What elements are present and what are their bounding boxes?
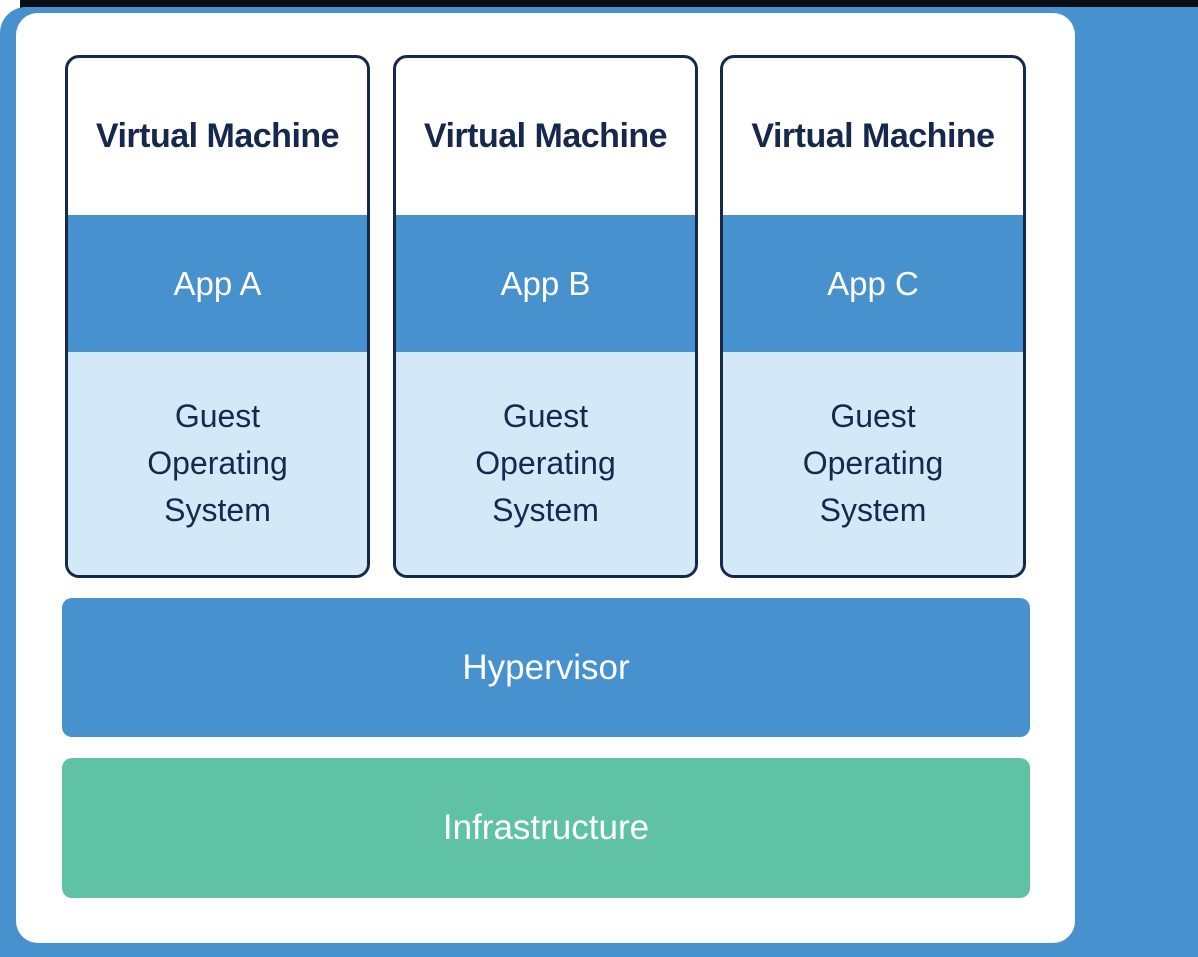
vm-box-2: Virtual Machine App B Guest Operating Sy… [393, 55, 698, 578]
top-edge-strip [20, 0, 1198, 8]
vm-os-line: Operating [147, 445, 288, 481]
vm-box-3: Virtual Machine App C Guest Operating Sy… [720, 55, 1026, 578]
vm-os-line: System [819, 492, 927, 528]
vm-app-band: App A [68, 215, 367, 352]
vm-title: Virtual Machine [423, 117, 668, 155]
vm-title-area: Virtual Machine [723, 58, 1023, 215]
vm-os-line: Operating [802, 445, 944, 481]
infrastructure-layer: Infrastructure [62, 758, 1030, 898]
diagram-card: Virtual Machine App A Guest Operating Sy… [16, 13, 1075, 943]
vm-os-line: Guest [830, 398, 916, 434]
vm-app-band: App C [723, 215, 1023, 352]
vm-title: Virtual Machine [751, 117, 995, 155]
vm-app-band: App B [396, 215, 695, 352]
vm-guest-os-band: Guest Operating System [723, 352, 1023, 575]
vm-box-1: Virtual Machine App A Guest Operating Sy… [65, 55, 370, 578]
vm-app-label: App A [173, 264, 262, 302]
hypervisor-label: Hypervisor [462, 647, 630, 687]
vm-os-line: System [492, 492, 599, 528]
vm-os-line: Guest [174, 398, 261, 434]
vm-title-area: Virtual Machine [396, 58, 695, 215]
hypervisor-layer: Hypervisor [62, 598, 1030, 737]
vm-app-label: App B [500, 264, 591, 302]
infrastructure-label: Infrastructure [442, 808, 650, 847]
vm-os-line: Guest [502, 398, 589, 434]
vm-app-label: App C [827, 264, 919, 302]
vm-guest-os-band: Guest Operating System [396, 352, 695, 575]
vm-title: Virtual Machine [95, 117, 340, 155]
vm-os-line: System [164, 492, 271, 528]
vm-os-line: Operating [475, 445, 616, 481]
vm-title-area: Virtual Machine [68, 58, 367, 215]
vm-guest-os-band: Guest Operating System [68, 352, 367, 575]
